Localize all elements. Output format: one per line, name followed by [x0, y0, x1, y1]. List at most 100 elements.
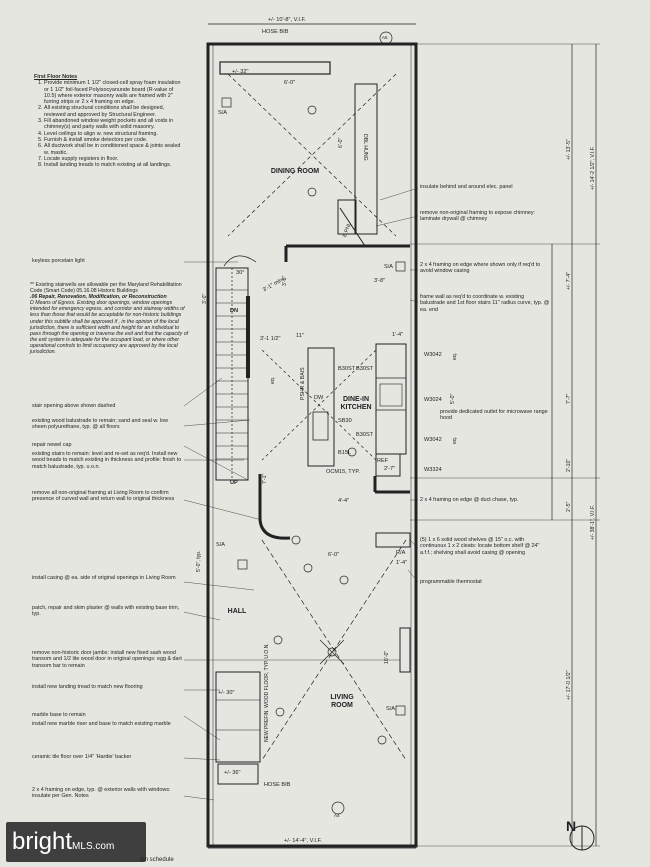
dimension-label: +/- 30": [218, 690, 235, 696]
cabinet-tag: SB30: [338, 418, 352, 424]
dimension-label: +/- 14'-4", V.I.F.: [284, 838, 322, 844]
annotation: programmable thermostat: [420, 579, 482, 585]
dimension-label: 5'-0", typ.: [196, 550, 202, 572]
first-floor-notes: First Floor Notes Provide minimum 1 1/2"…: [34, 74, 184, 168]
dimension-label: 1'-4": [392, 332, 404, 338]
notes-title: First Floor Notes: [34, 74, 78, 80]
dimension-label: 5'-0": [450, 393, 456, 404]
supply-air-label: S/A: [386, 706, 396, 712]
dimension-label: 4'-4": [338, 498, 350, 504]
room-hall: HALL: [227, 608, 247, 615]
dimension-label: 2'-5": [566, 501, 572, 512]
note-item: Fill abandoned window weight pockets and…: [44, 118, 184, 131]
dishwasher-label: DW: [314, 395, 324, 401]
annotation: remove non-historic door jambs: install …: [32, 650, 182, 669]
note-item: Level ceilings to align w. new structura…: [44, 131, 184, 137]
cabinet-tag: B15L: [338, 450, 352, 456]
annotation: 2 x 4 framing on edge, typ. @ exterior w…: [32, 787, 171, 800]
annotation: ceramic tile floor over 1/4" 'Hardie' ba…: [32, 754, 132, 760]
code-intro: ** Existing stairwells are allowable per…: [30, 282, 182, 295]
note-item: Locate supply registers in floor.: [44, 156, 184, 162]
annotation: (5) 1 x 6 solid wood shelves @ 15" o.c. …: [420, 537, 540, 556]
section-marker: A5: [382, 35, 388, 40]
cabinet-tag: B30ST: [356, 432, 374, 438]
annotation: frame wall as req'd to coordinate w. exi…: [420, 294, 550, 313]
note-item: All existing structural conditions shall…: [44, 105, 184, 118]
supply-air-label: S/A: [218, 110, 228, 116]
supply-air-label: S/A: [216, 542, 226, 548]
annotation: existing wood balustrade to remain; sand…: [32, 418, 169, 431]
window-label: DBL HUNG: [362, 134, 368, 161]
dimension-label: +/- 17'-0 1/2": [566, 670, 572, 700]
dimension-label: 10'-0": [384, 650, 390, 664]
logo-suffix: MLS.com: [72, 841, 115, 852]
dimension-label: 3'-1 1/2": [260, 336, 281, 342]
dimension-label: 6'-0": [328, 552, 340, 558]
annotation: marble base to remain: [32, 712, 86, 718]
dimension-label: +/- 10'-8", V.I.F.: [268, 17, 306, 23]
section-marker: A4: [334, 813, 340, 818]
code-note: ** Existing stairwells are allowable per…: [30, 282, 190, 355]
dimension-label: 2'-7": [384, 466, 396, 472]
annotation: install new marble riser and base to mat…: [32, 721, 171, 727]
window-tag: W3024: [424, 397, 442, 403]
return-air-label: R/A: [396, 550, 406, 556]
dimension-label: +/- 32": [232, 69, 249, 75]
annotation: 2 x 4 framing on edge where shown only i…: [420, 262, 541, 275]
annotation: repair newel cap: [32, 442, 72, 448]
hose-bib-label: HOSE BIB: [262, 29, 289, 35]
note-item: Install landing treads to match existing…: [44, 162, 184, 168]
appliance-label: PSHR & BAIS: [300, 367, 306, 400]
supply-air-label: S/A: [384, 264, 394, 270]
code-body: D Means of Egress. Existing door opening…: [30, 300, 189, 356]
dimension-label: 11": [296, 333, 304, 339]
dimension-label: +/- 36": [224, 770, 241, 776]
cabinet-tag: B30ST: [338, 366, 356, 372]
notes-list: Provide minimum 1 1/2" closed-cell spray…: [34, 80, 184, 168]
dimension-label: +/- 14'-2 1/2", V.I.F.: [590, 146, 596, 190]
dimension-label: 7'-7": [566, 393, 572, 404]
annotation: remove non-original framing to expose ch…: [420, 210, 536, 223]
note-item: Furnish & install smoke detectors per co…: [44, 137, 184, 143]
hose-bib-label: HOSE BIB: [264, 782, 291, 788]
dimension-label: 1'-4": [396, 560, 408, 566]
cabinet-tag: OCM15, TYP.: [326, 469, 360, 475]
eq-label: eq.: [270, 376, 276, 384]
annotation: stair opening above shown dashed: [32, 403, 116, 409]
logo-brand: bright: [12, 828, 73, 855]
annotation: insulate behind and around elec. panel: [420, 184, 513, 190]
room-kitchen: DINE-IN KITCHEN: [340, 396, 372, 411]
dimension-label: +/- 38'-1", V.I.F.: [590, 504, 596, 540]
note-item: All ductwork shall be in conditioned spa…: [44, 143, 184, 156]
exterior-walls: [206, 42, 418, 848]
stair-up-label: UP: [230, 480, 238, 486]
footer-text: ion schedule: [140, 857, 174, 863]
angle-label: 30°: [236, 270, 245, 276]
floor-note: NEW PREFIN. WOOD FLOOR, TYP. U.O.N.: [264, 643, 270, 742]
stair-down-label: DN: [230, 308, 239, 314]
dimension-label: 3'-8": [374, 278, 386, 284]
dimension-label: 2'-10": [566, 458, 572, 472]
dimension-label: 3'-0": [202, 293, 208, 304]
annotation: install casing @ ea. side of original op…: [32, 575, 176, 581]
annotation: 2 x 4 framing on edge @ duct chase, typ.: [420, 497, 519, 503]
annotation: patch, repair and skim plaster @ walls w…: [32, 605, 180, 618]
note-item: Provide minimum 1 1/2" closed-cell spray…: [44, 80, 184, 105]
annotation: existing stairs to remain: level and re-…: [32, 451, 182, 470]
window-tag: W3042: [424, 437, 442, 443]
eq-label: eq.: [452, 436, 458, 444]
refrigerator-label: REF: [377, 458, 389, 464]
code-heading: .06 Repair, Renovation, Modification, or…: [30, 294, 167, 301]
window-tag: W3324: [424, 467, 442, 473]
window-tag: W3042: [424, 352, 442, 358]
dimension-label: 7'-1": [262, 473, 268, 484]
annotation: remove all non-original framing at Livin…: [32, 490, 175, 503]
dimension-label: +/- 7'-4": [566, 272, 572, 290]
annotation: install new landing tread to match new f…: [32, 684, 143, 690]
room-dining: DINING ROOM: [270, 168, 320, 175]
brightmls-logo: brightMLS.com: [6, 822, 146, 862]
dimension-label: 6'-0": [284, 80, 296, 86]
dimension-label: +/- 13'-5": [566, 139, 572, 160]
